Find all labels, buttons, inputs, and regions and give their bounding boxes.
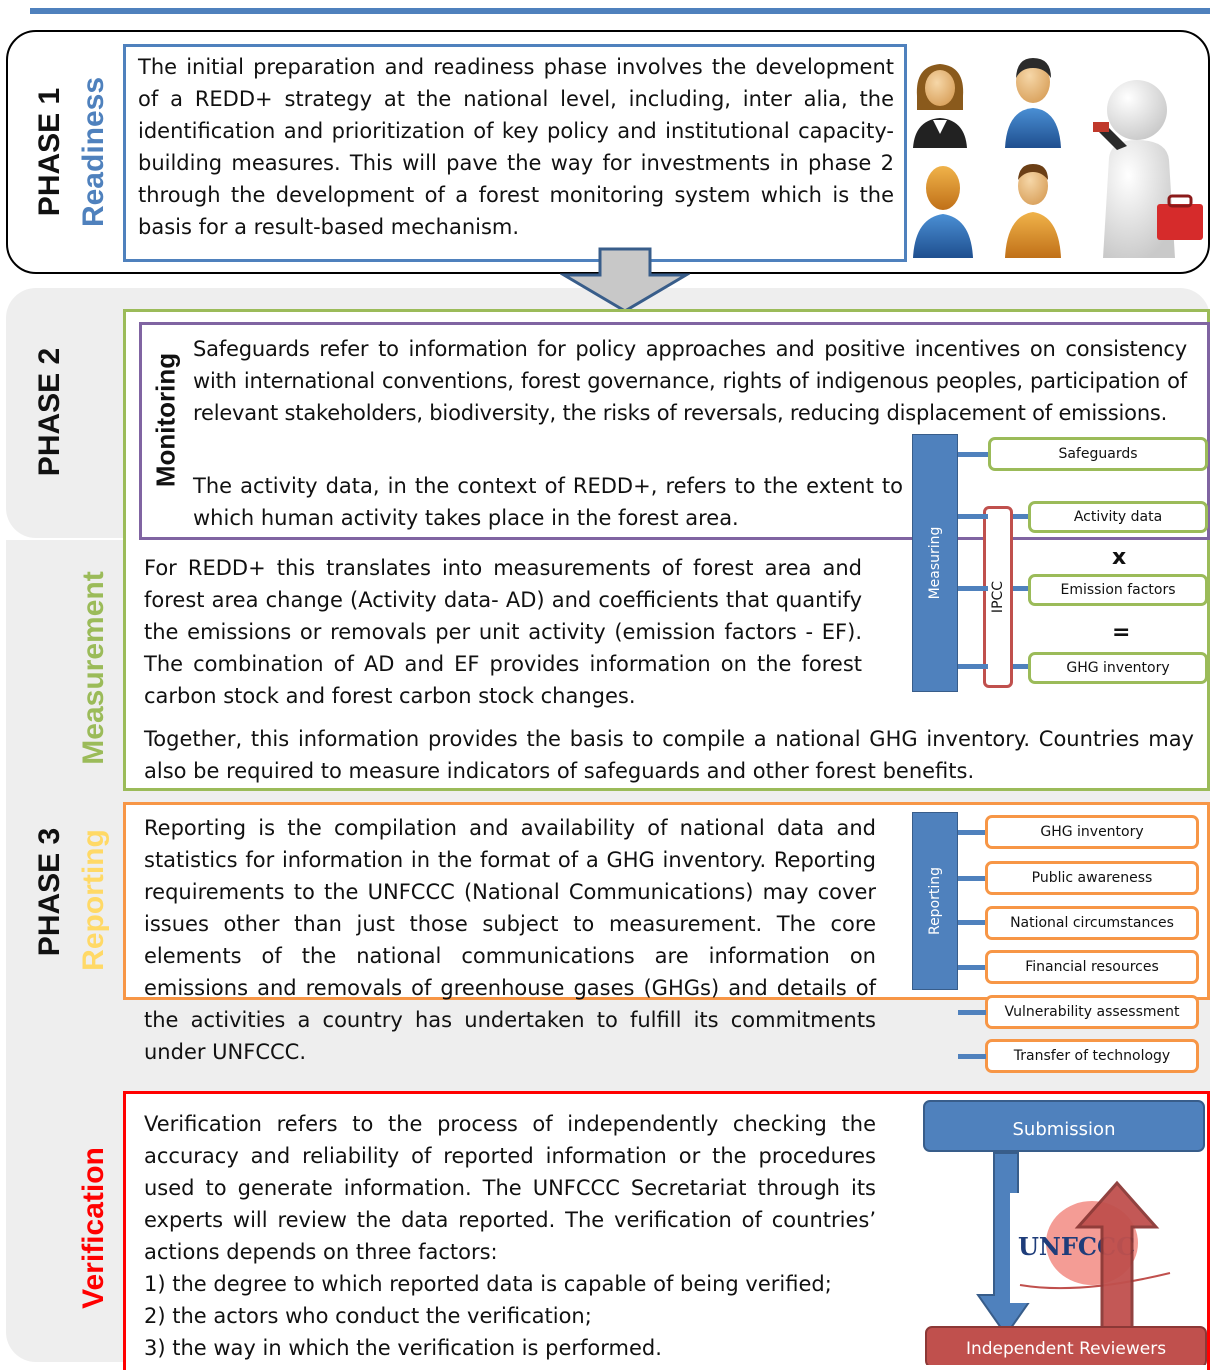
top-rule bbox=[30, 8, 1210, 14]
readiness-label: Readiness bbox=[77, 76, 110, 228]
verification-label: Verification bbox=[77, 1147, 110, 1309]
connector bbox=[958, 1054, 986, 1059]
verification-cycle-diagram: Submission UNFCCC Independent Reviewers bbox=[923, 1100, 1207, 1365]
equals-symbol: = bbox=[1112, 620, 1131, 645]
reporting-label: Reporting bbox=[77, 829, 110, 971]
measurement-text-1: For REDD+ this translates into measureme… bbox=[144, 556, 862, 708]
measurement-text-2: Together, this information provides the … bbox=[144, 727, 1194, 783]
people-illustration bbox=[913, 58, 1203, 258]
connector bbox=[1013, 514, 1029, 519]
measurement-label: Measurement bbox=[77, 571, 110, 765]
monitoring-text-activity: The activity data, in the context of RED… bbox=[193, 474, 903, 530]
reporting-bar: Reporting bbox=[912, 812, 958, 990]
connector bbox=[1013, 664, 1029, 669]
measuring-item-ghg-inventory: GHG inventory bbox=[1028, 652, 1208, 684]
reporting-item-vulnerability-assessment: Vulnerability assessment bbox=[985, 995, 1199, 1029]
person-man-blue-icon bbox=[1005, 58, 1061, 148]
phase3-label: PHASE 3 bbox=[33, 827, 66, 957]
connector bbox=[958, 664, 988, 669]
ipcc-label: IPCC bbox=[990, 580, 1006, 614]
readiness-text: The initial preparation and readiness ph… bbox=[138, 55, 894, 239]
person-man-orange-head-icon bbox=[913, 166, 973, 258]
connector bbox=[958, 452, 988, 457]
person-man-orange-icon bbox=[1005, 164, 1061, 258]
reporting-item-financial-resources: Financial resources bbox=[985, 950, 1199, 984]
connector bbox=[958, 1010, 986, 1015]
reporting-bar-label: Reporting bbox=[927, 866, 943, 936]
measuring-item-activity-data: Activity data bbox=[1028, 501, 1208, 533]
reporting-text: Reporting is the compilation and availab… bbox=[144, 816, 876, 1064]
measuring-bar-label: Measuring bbox=[927, 526, 943, 600]
worker-with-toolbox-icon bbox=[1093, 80, 1203, 258]
verification-text: Verification refers to the process of in… bbox=[144, 1112, 876, 1264]
reviewers-box bbox=[925, 1326, 1207, 1365]
connector bbox=[958, 586, 988, 591]
reporting-item-national-circumstances: National circumstances bbox=[985, 906, 1199, 940]
monitoring-label: Monitoring bbox=[150, 352, 181, 488]
connector bbox=[1013, 586, 1029, 591]
connector bbox=[958, 965, 986, 970]
measuring-item-emission-factors: Emission factors bbox=[1028, 574, 1208, 606]
connector bbox=[958, 830, 986, 835]
multiply-symbol: x bbox=[1112, 545, 1127, 570]
reporting-item-ghg-inventory: GHG inventory bbox=[985, 815, 1199, 849]
phase-transition-arrow-icon bbox=[560, 247, 690, 313]
verification-point-1: 1) the degree to which reported data is … bbox=[144, 1272, 832, 1296]
reviewers-text: Independent Reviewers bbox=[966, 1339, 1166, 1359]
readiness-box bbox=[123, 44, 907, 262]
submission-box bbox=[923, 1100, 1205, 1152]
verification-point-2: 2) the actors who conduct the verificati… bbox=[144, 1304, 592, 1328]
reporting-item-transfer-of-technology: Transfer of technology bbox=[985, 1039, 1199, 1073]
person-woman-icon bbox=[913, 64, 967, 148]
measuring-item-safeguards: Safeguards bbox=[988, 437, 1208, 471]
phase2-label: PHASE 2 bbox=[33, 347, 66, 477]
phase1-label: PHASE 1 bbox=[33, 87, 66, 217]
verification-point-3: 3) the way in which the verification is … bbox=[144, 1336, 662, 1360]
down-arrow-icon bbox=[976, 1152, 1036, 1337]
ipcc-bracket bbox=[983, 506, 1013, 688]
up-arrow-icon bbox=[1074, 1180, 1160, 1347]
connector bbox=[958, 514, 988, 519]
reporting-item-public-awareness: Public awareness bbox=[985, 861, 1199, 895]
monitoring-text-safeguards: Safeguards refer to information for poli… bbox=[193, 337, 1187, 425]
connector bbox=[958, 920, 986, 925]
submission-text: Submission bbox=[1013, 1119, 1116, 1140]
measuring-bar: Measuring bbox=[912, 434, 958, 692]
connector bbox=[958, 876, 986, 881]
